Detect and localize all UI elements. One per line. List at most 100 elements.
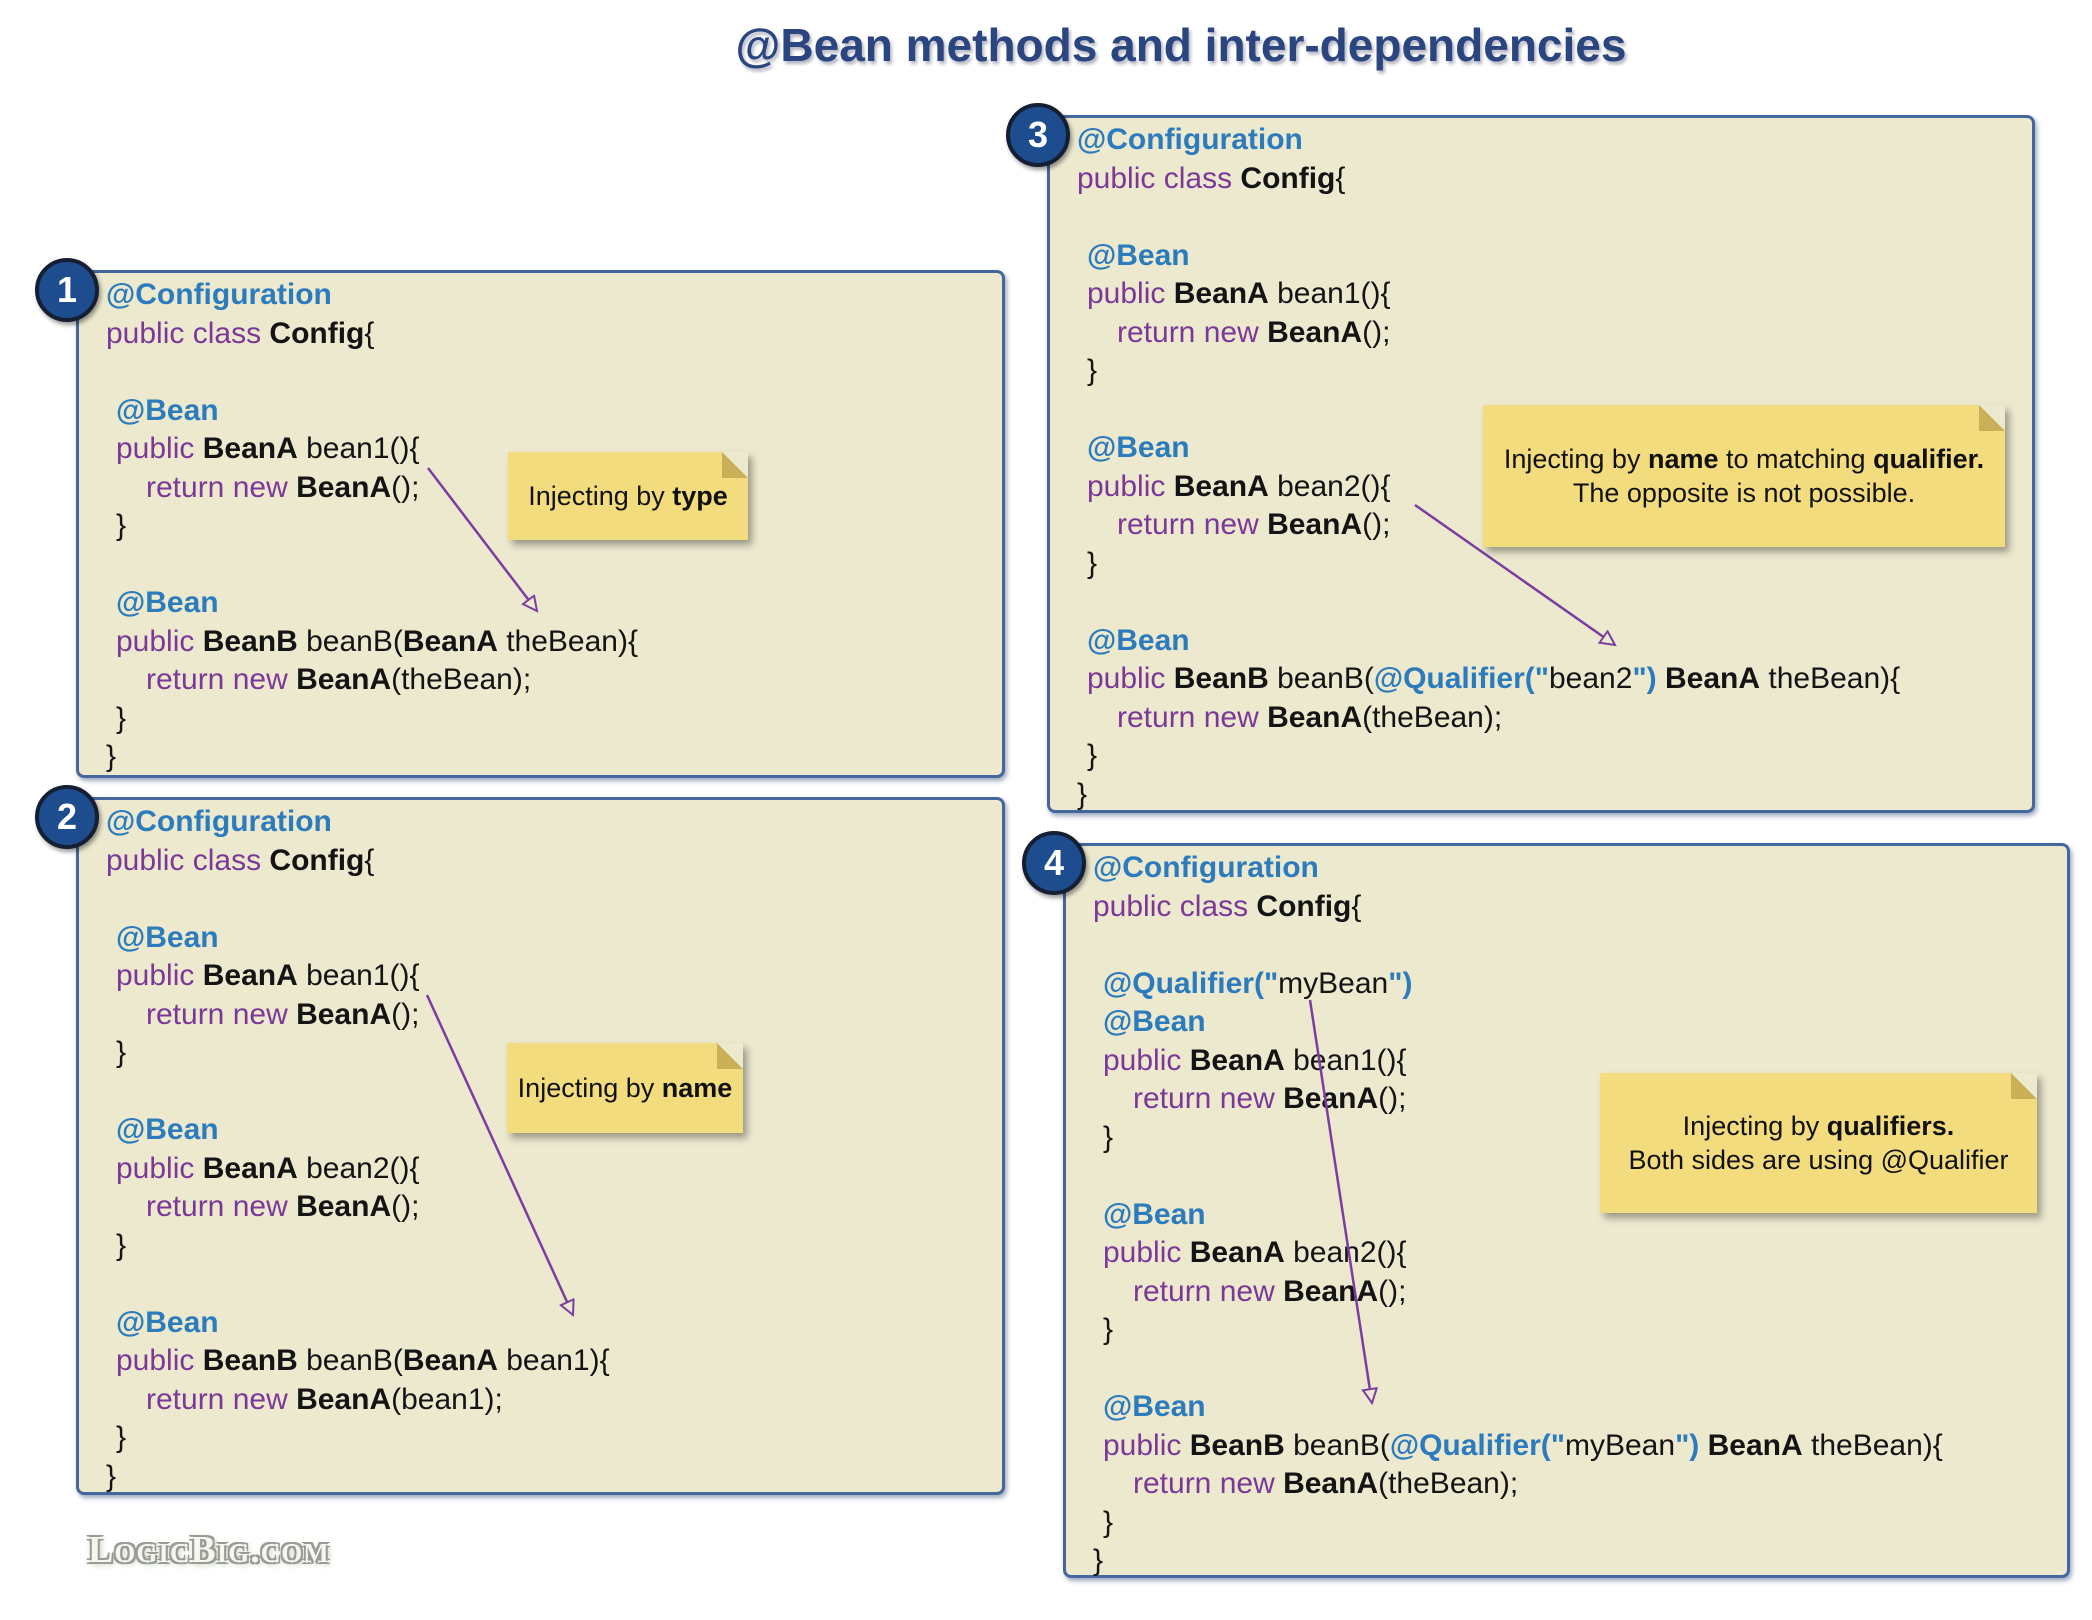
code-line: } [1093,1119,2057,1158]
code-line: public BeanB beanB(BeanA theBean){ [106,623,992,662]
code-segment: BeanA [296,997,392,1031]
note-text-line: The opposite is not possible. [1573,476,1915,510]
code-segment: bean2(){ [297,1151,420,1185]
note-text-segment: Injecting by [1682,1111,1827,1141]
code-segment: @Configuration [106,278,332,311]
note-text-segment: type [672,481,728,511]
code-segment: { [1351,889,1362,923]
code-segment: BeanB [202,624,298,658]
note-injecting-by-name-to-qualifier: Injecting by name to matching qualifier.… [1483,405,2005,547]
note-text-line: Injecting by name [518,1071,733,1105]
code-line: } [1077,352,2022,391]
code-segment: } [1103,1313,1114,1346]
code-line: return new BeanA(); [1077,506,2022,545]
code-segment: theBean){ [1802,1428,1943,1462]
code-segment: Config [269,843,365,877]
code-line: return new BeanA(); [1093,1273,2057,1312]
code-line: return new BeanA(); [106,469,992,508]
box-number-badge: 1 [35,258,99,322]
code-segment: public [1087,469,1174,503]
code-segment: } [1093,1544,1104,1577]
code-segment: return new [146,997,297,1031]
code-segment: return new [146,1190,297,1223]
code-line: } [106,700,992,739]
code-segment: (bean1); [391,1382,503,1416]
folded-corner-icon [2011,1073,2037,1099]
code-line: public BeanA bean2(){ [106,1150,992,1189]
code-segment: @Configuration [1077,123,1303,156]
note-text-line: Both sides are using @Qualifier [1628,1143,2008,1177]
code-segment: @Bean [1087,623,1190,657]
code-segment: BeanB [202,1344,298,1377]
box-number-badge: 2 [35,785,99,849]
code-line: return new BeanA(bean1); [106,1381,992,1420]
code-segment: public [116,624,203,658]
code-line: @Bean [106,1111,992,1150]
code-segment: beanB( [297,624,403,658]
code-segment: BeanA [1665,662,1761,695]
code-line: return new BeanA(); [1077,314,2022,353]
code-segment: } [116,509,127,542]
code-line: public BeanB beanB(@Qualifier("myBean") … [1093,1427,2057,1466]
code-line: } [106,1034,992,1073]
note-text-segment: name [1647,444,1719,474]
code-line: } [106,507,992,546]
code-segment: return new [1133,1082,1284,1115]
dependency-arrow [1414,503,1615,645]
code-segment: { [364,316,375,350]
code-segment: BeanA [202,432,298,465]
code-segment: Config [1256,889,1352,923]
code-segment: public [1087,662,1174,695]
code-segment: @Qualifier(" [1389,1428,1565,1462]
code-segment: public class [106,843,270,877]
code-line: @Bean [1077,429,2022,468]
code-segment: public [1087,277,1174,310]
code-line: @Bean [1093,1388,2057,1427]
code-line: public BeanA bean1(){ [106,430,992,469]
code-segment: BeanA [1267,315,1363,349]
code-line: return new BeanA(); [1093,1080,2057,1119]
box-number-badge: 3 [1006,103,1070,167]
code-segment: @Bean [116,1305,219,1339]
code-segment: } [116,701,127,735]
code-segment: bean1(){ [297,959,420,992]
code-line: public BeanA bean1(){ [106,957,992,996]
code-segment: bean1(){ [1268,277,1391,310]
note-text-line: Injecting by name to matching qualifier. [1504,442,1984,476]
code-segment: (); [1362,508,1391,541]
code-line: @Bean [1093,1196,2057,1235]
code-line: @Bean [1093,1003,2057,1042]
code-segment: ") [1675,1428,1700,1462]
code-segment: BeanA [296,470,392,504]
code-line: public BeanA bean2(){ [1093,1234,2057,1273]
note-injecting-by-type: Injecting by type [508,452,748,540]
code-segment: BeanB [1189,1428,1285,1462]
code-segment: BeanA [296,1190,392,1223]
code-segment: Config [1240,161,1336,195]
code-line: @Bean [106,392,992,431]
code-segment: bean2(){ [1268,469,1391,503]
code-segment: @Bean [116,586,219,619]
code-line: public class Config{ [106,315,992,354]
code-segment: BeanA [1267,700,1363,734]
code-segment: } [1077,777,1088,811]
code-segment: public [1103,1043,1190,1077]
code-line: @Bean [106,584,992,623]
box-number-badge: 4 [1022,831,1086,895]
code-segment: return new [1133,1274,1284,1308]
code-line: } [1077,545,2022,584]
code-segment: BeanA [1173,277,1269,310]
code-line: public BeanA bean1(){ [1077,275,2022,314]
code-line: @Configuration [106,276,992,315]
code-segment: } [106,740,117,773]
code-segment: } [1087,354,1098,387]
code-segment: @Bean [116,393,219,427]
code-segment: myBean [1278,966,1389,1000]
code-line: @Configuration [106,803,992,842]
code-line: } [1093,1542,2057,1581]
code-segment: @Bean [116,920,219,954]
code-segment: BeanA [296,663,392,696]
code-segment: BeanA [1707,1428,1803,1462]
